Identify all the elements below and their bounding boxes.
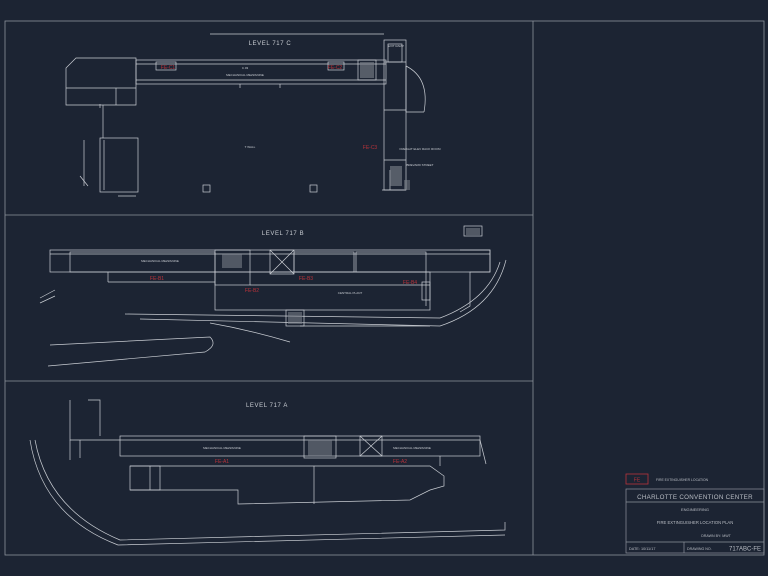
title-block-project: CHARLOTTE CONVENTION CENTER	[637, 494, 753, 501]
title-block-drawing-no-label: DRAWING NO.	[687, 547, 712, 551]
level-a-title: LEVEL 717 A	[246, 403, 288, 409]
level-a-mech-mezz-label-2: MECHANICAL MEZZANINE	[393, 446, 431, 450]
fire-extinguisher-tag: FE-B4	[403, 280, 417, 286]
fire-extinguisher-tag: FE-B3	[299, 276, 313, 282]
level-c-freight-label: FREIGHT ELEV RACK ROOM	[400, 147, 441, 151]
legend-symbol-text: FE	[634, 478, 641, 484]
level-a-plan	[29, 399, 506, 546]
level-b-hatching	[222, 228, 480, 324]
legend-label: FIRE EXTINGUISHER LOCATION	[656, 478, 709, 482]
level-c-plan	[65, 33, 426, 197]
level-a-mech-mezz-label-1: MECHANICAL MEZZANINE	[203, 446, 241, 450]
level-b-mech-mezz-label: MECHANICAL MEZZANINE	[141, 259, 179, 263]
fire-extinguisher-tag: FE-A1	[215, 459, 229, 465]
fire-extinguisher-tag: FE-C2	[328, 65, 343, 71]
legend: FE FIRE EXTINGUISHER LOCATION	[625, 473, 709, 485]
fire-extinguisher-tag: FE-C3	[363, 145, 378, 151]
level-c-t-wall-label: T WALL	[245, 145, 256, 149]
level-c-room-label: C.03	[242, 66, 249, 70]
title-block-drawn-by: DRAWN BY: MWT	[701, 534, 731, 538]
fire-extinguisher-tag: FE-A2	[393, 459, 407, 465]
level-b-central-plant-label: CENTRAL PLANT	[338, 291, 363, 295]
level-b-title: LEVEL 717 B	[262, 231, 304, 237]
sheet-border	[4, 20, 765, 556]
level-c-exit-ramp-label: EXIT RAMP	[388, 44, 404, 48]
title-block-date: DATE: 10/11/17	[629, 547, 655, 551]
level-b-plan	[39, 225, 507, 367]
fire-extinguisher-tag: FE-B2	[245, 288, 259, 294]
title-block-drawing-no: 717ABC-FE	[729, 547, 761, 553]
fire-extinguisher-tag: FE-B1	[150, 276, 164, 282]
level-c-mech-mezz-label: MECHANICAL MEZZANINE	[226, 73, 264, 77]
fire-extinguisher-legend-icon	[625, 473, 649, 485]
level-c-street-label: BREVARD STREET	[407, 163, 434, 167]
fire-extinguisher-tag: FE-C1	[161, 65, 176, 71]
level-c-title: LEVEL 717 C	[249, 41, 292, 47]
level-a-hatching	[308, 440, 332, 456]
title-block-department: ENGINEERING	[681, 507, 709, 512]
title-block-sheet-title: FIRE EXTINGUISHER LOCATION PLAN	[657, 520, 733, 525]
title-block	[625, 488, 765, 554]
level-c-hatching	[360, 62, 410, 190]
